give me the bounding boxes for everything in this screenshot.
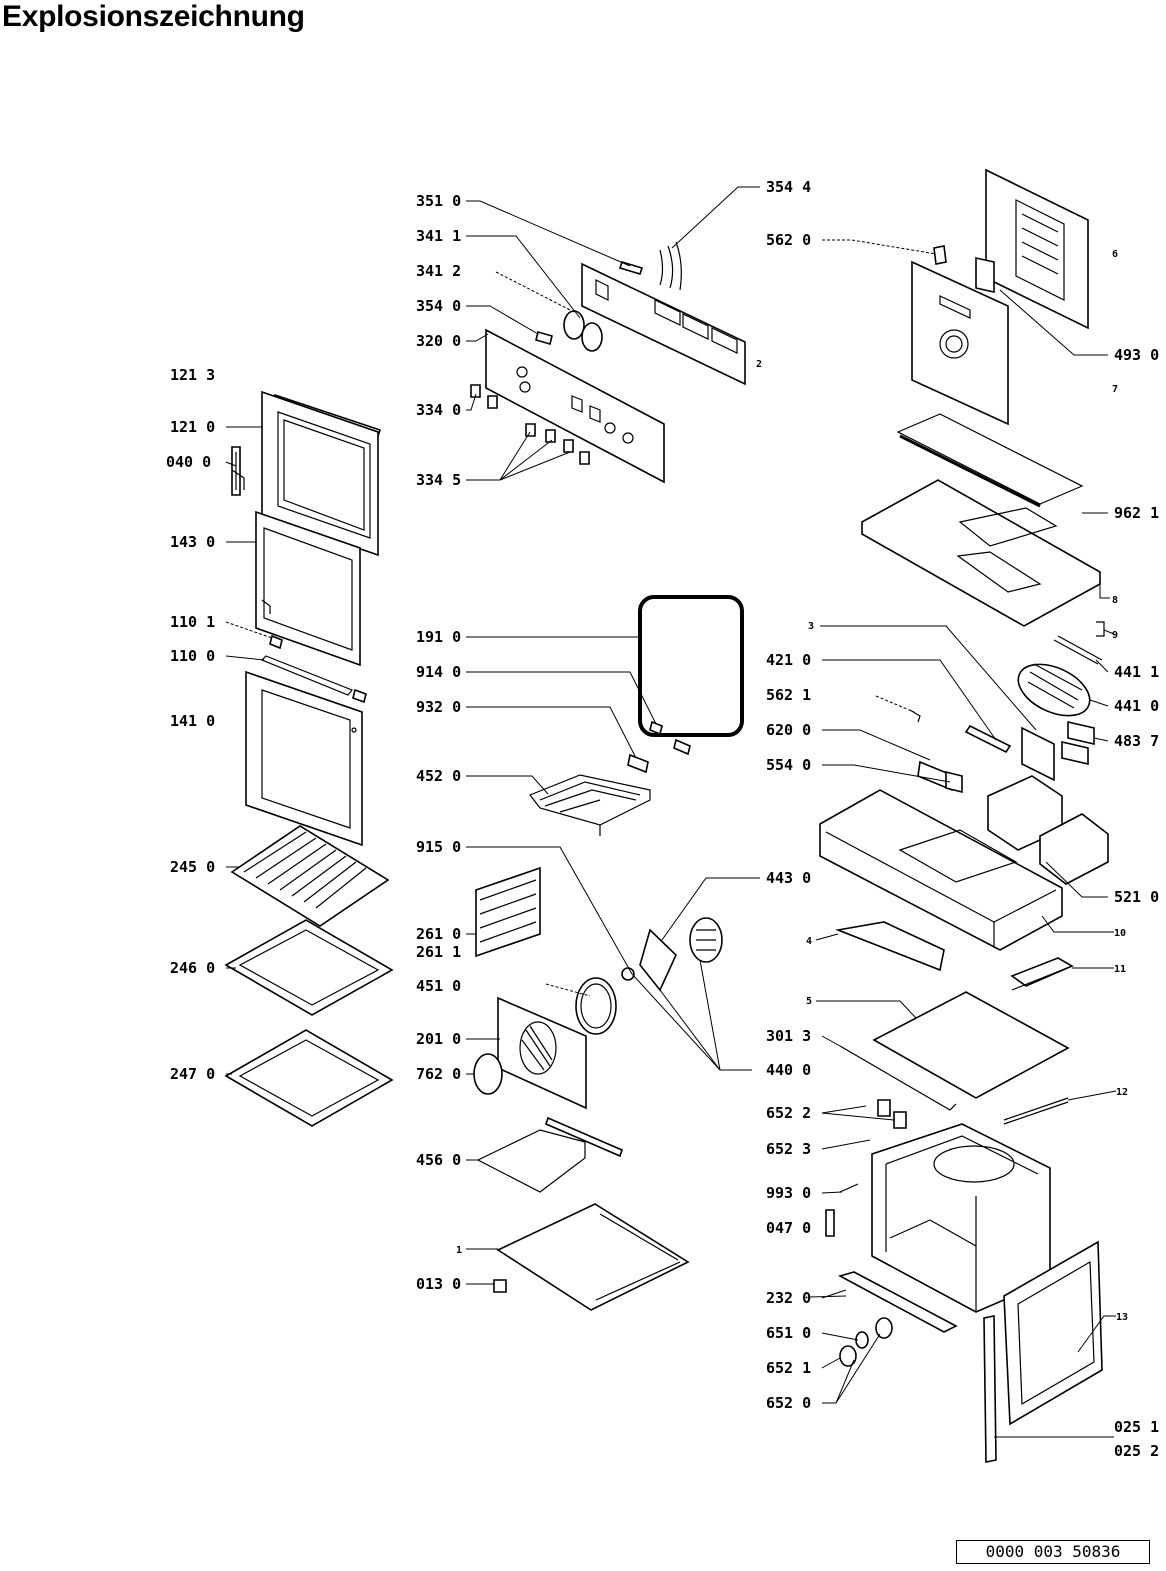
position-number: 8 — [1112, 595, 1118, 606]
document-code-box: 0000 003 50836 — [956, 1540, 1150, 1564]
part-label: 025 1 — [1114, 1418, 1159, 1436]
position-number: 11 — [1114, 964, 1126, 975]
part-label: 440 0 — [766, 1061, 811, 1079]
part-label: 351 0 — [416, 192, 461, 210]
part-label: 652 3 — [766, 1140, 811, 1158]
position-numbers: 1 2 3 4 5 6 7 8 9 10 11 12 13 — [456, 249, 1128, 1323]
position-number: 12 — [1116, 1087, 1128, 1098]
part-label: 915 0 — [416, 838, 461, 856]
part-label: 493 0 — [1114, 346, 1159, 364]
door-parts-drawing — [224, 390, 394, 1127]
part-label: 993 0 — [766, 1184, 811, 1202]
part-label: 651 0 — [766, 1324, 811, 1342]
position-number: 1 — [456, 1245, 462, 1256]
part-label: 143 0 — [170, 533, 215, 551]
page-title: Explosionszeichnung — [2, 0, 305, 33]
position-number: 13 — [1116, 1312, 1128, 1323]
part-label: 261 1 — [416, 943, 461, 961]
part-label: 121 3 — [170, 366, 215, 384]
part-label: 554 0 — [766, 756, 811, 774]
part-label: 110 1 — [170, 613, 215, 631]
part-label: 652 2 — [766, 1104, 811, 1122]
part-label: 040 0 — [166, 453, 211, 471]
part-label: 341 1 — [416, 227, 461, 245]
control-panel-drawing — [470, 241, 746, 484]
part-label: 013 0 — [416, 1275, 461, 1293]
position-number: 3 — [808, 621, 814, 632]
part-label: 334 0 — [416, 401, 461, 419]
part-label: 620 0 — [766, 721, 811, 739]
leader-lines — [225, 186, 1117, 1438]
position-number: 7 — [1112, 384, 1118, 395]
position-number: 10 — [1114, 928, 1126, 939]
part-label: 441 0 — [1114, 697, 1159, 715]
part-label: 334 5 — [416, 471, 461, 489]
part-label: 245 0 — [170, 858, 215, 876]
part-label: 483 7 — [1114, 732, 1159, 750]
heater-and-fan-drawing — [473, 595, 744, 1311]
position-number: 2 — [756, 359, 762, 370]
position-number: 4 — [806, 936, 812, 947]
part-label: 652 1 — [766, 1359, 811, 1377]
part-label: 247 0 — [170, 1065, 215, 1083]
part-label: 441 1 — [1114, 663, 1159, 681]
part-label: 025 2 — [1114, 1442, 1159, 1460]
part-label: 652 0 — [766, 1394, 811, 1412]
part-label: 201 0 — [416, 1030, 461, 1048]
part-label: 932 0 — [416, 698, 461, 716]
part-label: 762 0 — [416, 1065, 461, 1083]
part-label: 320 0 — [416, 332, 461, 350]
part-label: 562 0 — [766, 231, 811, 249]
part-label: 451 0 — [416, 977, 461, 995]
part-label: 354 4 — [766, 178, 811, 196]
position-number: 5 — [806, 996, 812, 1007]
part-label: 047 0 — [766, 1219, 811, 1237]
position-number: 9 — [1112, 630, 1118, 641]
part-label: 421 0 — [766, 651, 811, 669]
part-label: 141 0 — [170, 712, 215, 730]
part-label: 962 1 — [1114, 504, 1159, 522]
part-label: 452 0 — [416, 767, 461, 785]
part-label: 521 0 — [1114, 888, 1159, 906]
housing-drawing — [819, 168, 1109, 1463]
part-label: 110 0 — [170, 647, 215, 665]
part-label: 914 0 — [416, 663, 461, 681]
part-label: 261 0 — [416, 925, 461, 943]
part-label: 443 0 — [766, 869, 811, 887]
part-label: 232 0 — [766, 1289, 811, 1307]
position-number: 6 — [1112, 249, 1118, 260]
part-label: 301 3 — [766, 1027, 811, 1045]
part-label: 191 0 — [416, 628, 461, 646]
part-label: 341 2 — [416, 262, 461, 280]
part-label: 246 0 — [170, 959, 215, 977]
part-label: 354 0 — [416, 297, 461, 315]
part-label: 562 1 — [766, 686, 811, 704]
part-label: 121 0 — [170, 418, 215, 436]
part-label: 456 0 — [416, 1151, 461, 1169]
part-labels: 351 0 341 1 341 2 354 0 320 0 334 0 334 … — [166, 178, 1159, 1460]
